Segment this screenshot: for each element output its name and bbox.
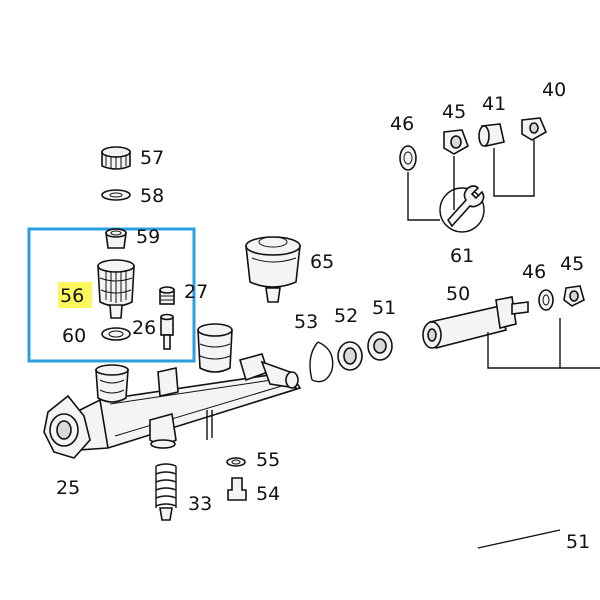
part-65-reservoir: [245, 236, 301, 303]
part-55-washer: [226, 457, 246, 467]
part-45b-nut: [563, 285, 585, 307]
label-26: 26: [132, 317, 156, 339]
label-25: 25: [56, 477, 80, 499]
label-41: 41: [482, 93, 506, 115]
part-27-plug: [159, 286, 175, 305]
label-40: 40: [542, 79, 566, 101]
part-41-fitting: [478, 123, 505, 147]
part-45a-nut: [443, 129, 469, 155]
part-60-seal: [101, 327, 131, 341]
label-54: 54: [256, 483, 280, 505]
label-46b: 46: [522, 261, 546, 283]
part-46a-ring: [399, 145, 417, 171]
label-53: 53: [294, 311, 318, 333]
label-59: 59: [136, 226, 160, 248]
label-27: 27: [184, 281, 208, 303]
bracket-61: [407, 140, 535, 221]
label-52: 52: [334, 305, 358, 327]
label-50: 50: [446, 283, 470, 305]
label-58: 58: [140, 185, 164, 207]
part-25-cylinder: [43, 323, 302, 459]
label-33: 33: [188, 493, 212, 515]
part-46b-ring: [538, 289, 554, 311]
part-26-valve: [160, 313, 174, 350]
bracket-50: [487, 318, 600, 369]
part-50-piston: [422, 296, 529, 349]
label-57: 57: [140, 147, 164, 169]
label-51b: 51: [566, 531, 590, 553]
label-56-highlight: [58, 282, 92, 308]
part-51-seal: [367, 331, 393, 361]
stem-line: [206, 410, 213, 440]
leader-51: [477, 529, 561, 549]
part-57-cap: [101, 146, 131, 170]
part-59-sleeve: [105, 228, 127, 249]
part-40-nut: [521, 117, 548, 141]
label-61: 61: [450, 245, 474, 267]
label-46a: 46: [390, 113, 414, 135]
part-54-bleed-screw: [227, 477, 247, 501]
label-56: 56: [60, 285, 84, 307]
part-33-spring: [155, 463, 177, 521]
part-53-circlip: [309, 341, 334, 383]
label-51a: 51: [372, 297, 396, 319]
part-56-reservoir: [97, 259, 135, 319]
label-55: 55: [256, 449, 280, 471]
label-60: 60: [62, 325, 86, 347]
label-45a: 45: [442, 101, 466, 123]
label-65: 65: [310, 251, 334, 273]
part-61-wrench-icon: [439, 185, 485, 233]
part-58-washer: [101, 189, 131, 201]
label-45b: 45: [560, 253, 584, 275]
part-52-ring: [337, 341, 363, 371]
